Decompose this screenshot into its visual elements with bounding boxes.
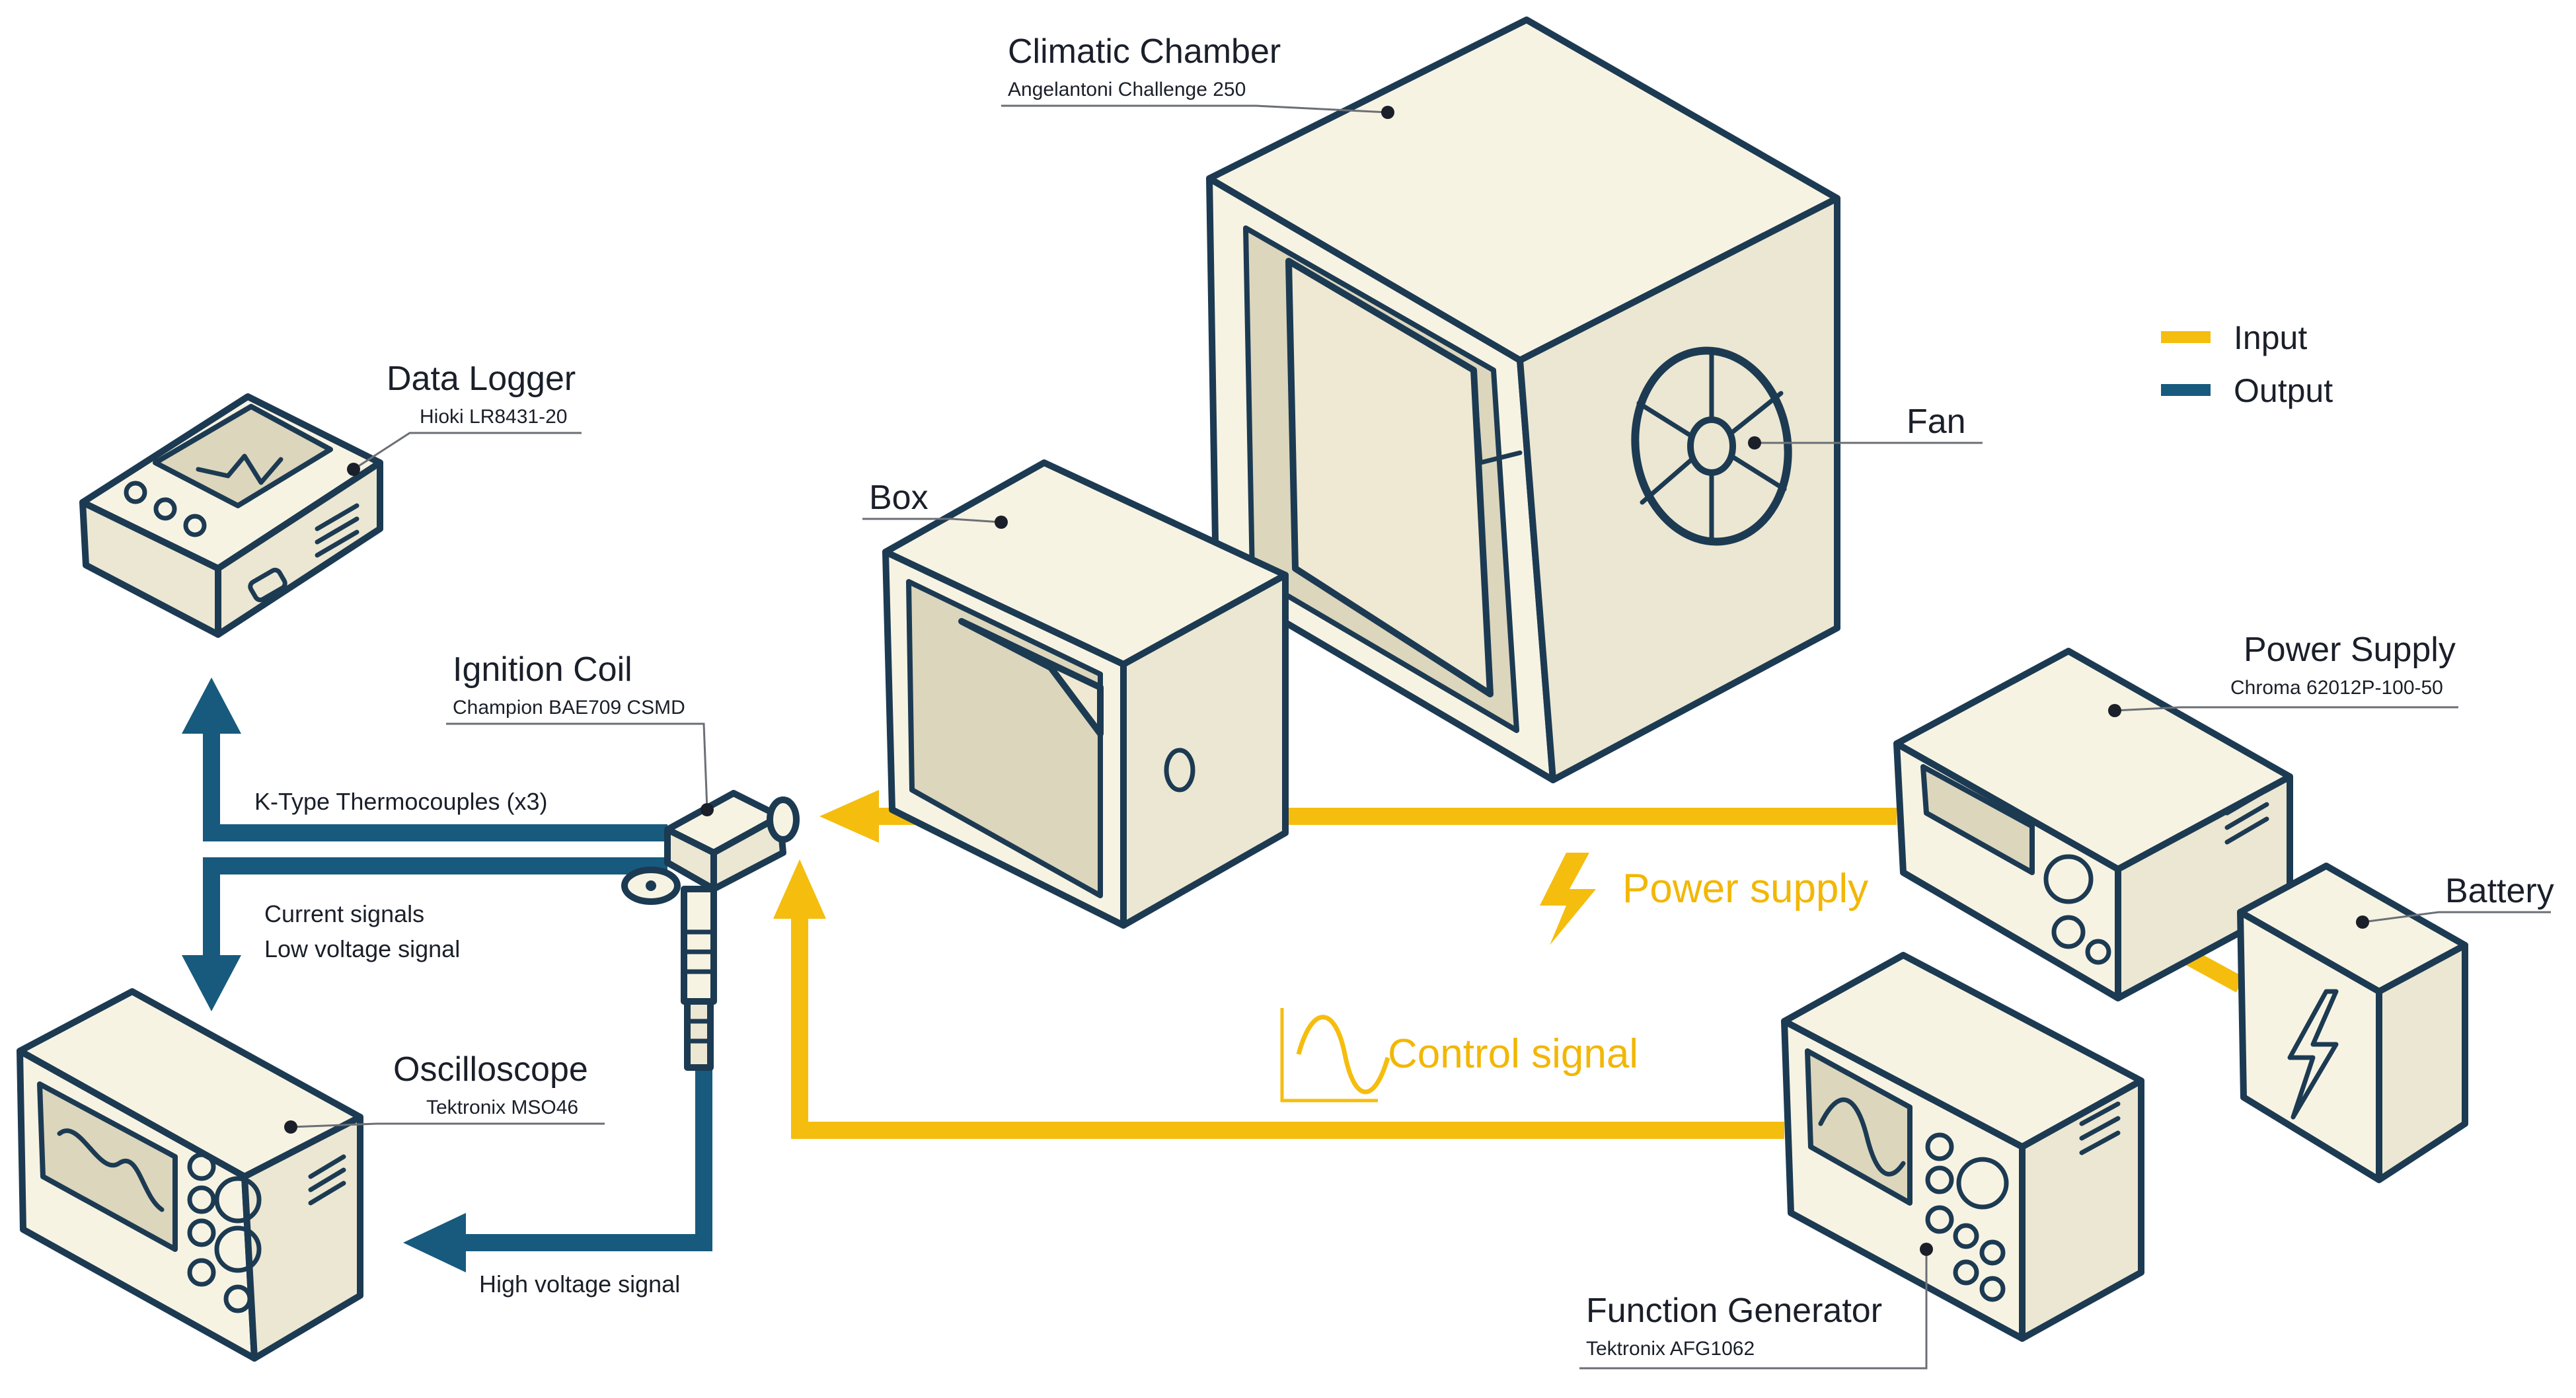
low-voltage-label: Low voltage signal xyxy=(264,935,460,962)
box xyxy=(882,459,1289,929)
climatic-chamber-model: Angelantoni Challenge 250 xyxy=(1008,79,1246,100)
oscilloscope-side-arrowhead xyxy=(403,1213,466,1272)
ignition-coil-title: Ignition Coil xyxy=(453,650,632,689)
current-signals-label: Current signals xyxy=(264,900,424,927)
climatic-chamber xyxy=(1206,17,1840,783)
fan-icon xyxy=(1631,346,1792,546)
power-supply-model: Chroma 62012P-100-50 xyxy=(2230,677,2443,699)
oscilloscope-title: Oscilloscope xyxy=(393,1050,588,1089)
function-generator-model: Tektronix AFG1062 xyxy=(1586,1338,1755,1360)
lightning-icon xyxy=(1540,853,1596,945)
control-signal-input-line xyxy=(791,912,1784,1139)
legend: Input Output xyxy=(2161,319,2333,409)
current-output-line xyxy=(203,857,667,958)
data-logger-title: Data Logger xyxy=(387,360,576,398)
high-voltage-label: High voltage signal xyxy=(479,1270,680,1298)
oscilloscope xyxy=(17,988,363,1362)
power-supply-flow-label: Power supply xyxy=(1622,866,1868,912)
power-supply xyxy=(1893,648,2293,1001)
battery xyxy=(2237,863,2468,1183)
function-generator-title: Function Generator xyxy=(1586,1292,1882,1330)
thermocouple-output-line xyxy=(203,727,667,841)
control-signal-arrowhead xyxy=(773,859,826,919)
legend-input-label: Input xyxy=(2234,319,2307,356)
thermocouples-label: K-Type Thermocouples (x3) xyxy=(254,788,548,815)
box-to-coil-arrowhead xyxy=(819,790,879,843)
oscilloscope-top-arrowhead xyxy=(182,955,241,1011)
legend-output-label: Output xyxy=(2234,372,2333,409)
high-voltage-output-line xyxy=(463,1068,712,1251)
climatic-chamber-title: Climatic Chamber xyxy=(1008,32,1281,71)
sine-wave-icon xyxy=(1280,1008,1390,1103)
ignition-coil-model: Champion BAE709 CSMD xyxy=(453,697,685,718)
fan-title: Fan xyxy=(1907,403,1966,441)
data-logger-model: Hioki LR8431-20 xyxy=(420,406,567,428)
data-logger xyxy=(79,393,383,638)
control-signal-flow-label: Control signal xyxy=(1388,1031,1638,1077)
function-generator xyxy=(1781,952,2144,1342)
box-title: Box xyxy=(869,479,928,517)
power-supply-title: Power Supply xyxy=(2244,631,2456,669)
data-logger-arrowhead xyxy=(182,678,241,734)
ignition-coil xyxy=(621,790,800,1071)
oscilloscope-model: Tektronix MSO46 xyxy=(426,1097,578,1118)
battery-title: Battery xyxy=(2445,872,2554,910)
